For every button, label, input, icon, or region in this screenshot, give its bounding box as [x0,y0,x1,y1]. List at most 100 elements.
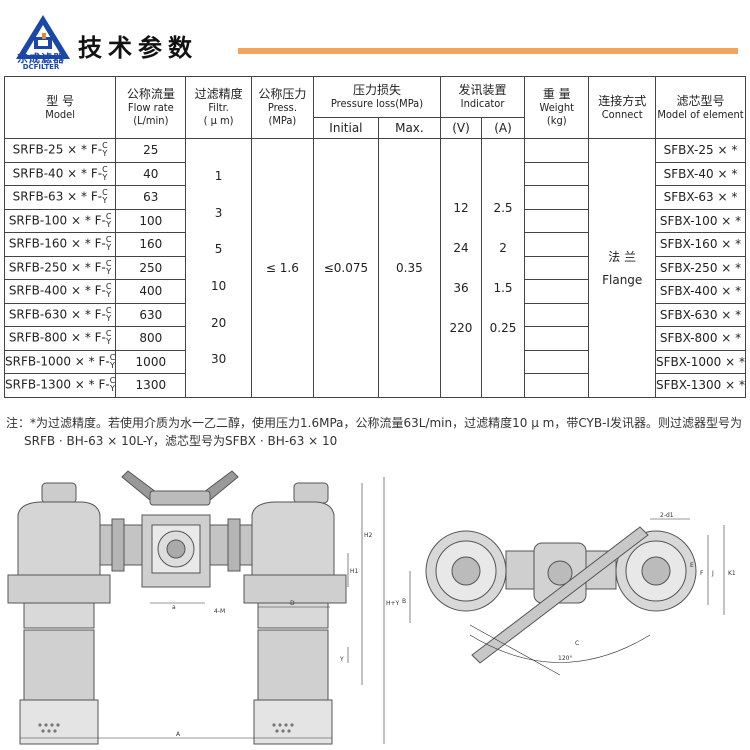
flow-cell: 400 [115,279,187,304]
subcol-max: Max. [377,117,441,139]
weight-cell [524,138,590,163]
element-cell: SFBX-1000 × * [655,349,746,374]
drain-holes [38,723,294,733]
label-a-big: A [176,731,181,738]
weight-cell [524,161,590,186]
weight-cell [524,255,590,280]
weight-cell [524,232,590,257]
top-dimensions [409,518,725,676]
weight-cell [524,185,590,210]
element-cell: SFBX-160 × * [655,232,746,257]
label-k1: K1 [728,570,736,577]
label-h2: H2 [364,532,373,539]
weight-cell [524,302,590,327]
label-a-small: a [172,604,176,611]
flow-cell: 250 [115,255,187,280]
subcol-voltage: (V) [439,117,482,139]
label-2d1: 2-d1 [660,512,674,519]
element-cell: SFBX-800 × * [655,326,746,351]
weight-cell [524,279,590,304]
element-cell: SFBX-1300 × * [655,373,746,398]
connect-cell: 法 兰 Flange [588,138,656,398]
technical-drawing: H2 H+Y H1 Y a 4-M D A B C 120° 2-d1 F J … [7,470,736,745]
flow-cell: 630 [115,302,187,327]
loss-initial-cell: ≤0.075 [312,138,379,398]
weight-cell [524,373,590,398]
weight-cell [524,208,590,233]
top-view [425,526,697,664]
brand-name-en: DCFILTER [22,63,60,71]
brand-name-cn: 东成滤器 [17,52,65,65]
title-accent-bar [238,48,738,54]
element-cell: SFBX-40 × * [655,161,746,186]
subheader-row: Initial Max. (V) (A) [5,117,746,139]
element-cell: SFBX-25 × * [655,138,746,163]
voltage-cell: 12 24 36 220 [439,138,482,398]
current-cell: 2.5 2 1.5 0.25 [480,138,526,398]
label-f: F [700,570,704,577]
label-hy: H+Y [386,600,400,607]
label-e: E [690,562,694,569]
label-y: Y [339,656,344,663]
label-d: D [290,600,295,607]
flow-cell: 1300 [115,373,187,398]
weight-cell [524,349,590,374]
pressure-cell: ≤ 1.6 [250,138,314,398]
page-header: 东成滤器 DCFILTER 技术参数 [0,0,750,76]
element-cell: SFBX-250 × * [655,255,746,280]
label-angle: 120° [558,655,572,662]
subcol-current: (A) [480,117,526,139]
loss-max-cell: 0.35 [377,138,441,398]
subcol-initial: Initial [312,117,379,139]
element-cell: SFBX-630 × * [655,302,746,327]
label-b: B [402,598,406,605]
flow-cell: 160 [115,232,187,257]
label-4m: 4-M [214,608,225,615]
label-h1: H1 [350,568,359,575]
label-j: J [711,570,714,577]
label-c: C [575,640,579,647]
filtration-cell: 1 3 5 10 20 30 [185,138,252,398]
element-cell: SFBX-400 × * [655,279,746,304]
flow-cell: 40 [115,161,187,186]
flow-cell: 25 [115,138,187,163]
front-dimensions [20,477,385,744]
weight-cell [524,326,590,351]
flow-cell: 1000 [115,349,187,374]
page-title: 技术参数 [78,33,198,62]
element-cell: SFBX-63 × * [655,185,746,210]
note-line-2: SRFB · BH-63 × 10L-Y，滤芯型号为SFBX · BH-63 ×… [24,434,338,448]
flow-cell: 63 [115,185,187,210]
